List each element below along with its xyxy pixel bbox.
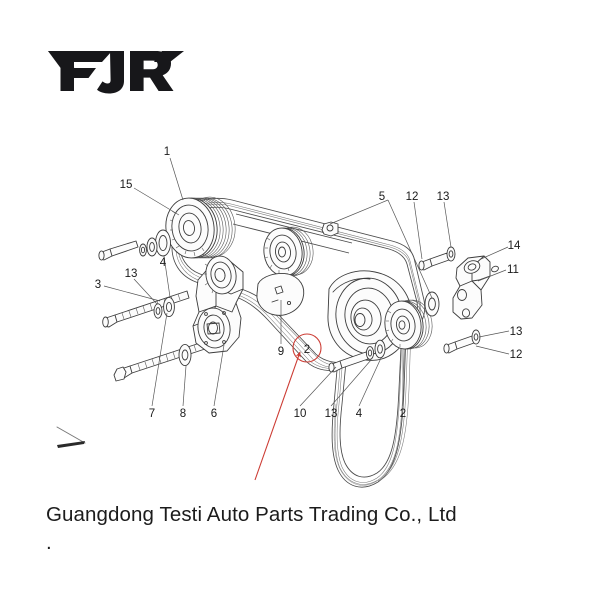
callout-10: 10 bbox=[294, 408, 307, 420]
callout-6: 6 bbox=[211, 408, 217, 420]
callout-14: 14 bbox=[508, 240, 521, 252]
callout-9: 9 bbox=[278, 346, 284, 358]
callout-13-left: 13 bbox=[125, 268, 138, 280]
parts-diagram-svg: .ln {fill:none;stroke:#3c3c3c;stroke-wid… bbox=[56, 146, 523, 488]
caption-line-2: . bbox=[46, 531, 52, 554]
callout-15: 15 bbox=[120, 179, 133, 191]
callout-4-bottom: 4 bbox=[356, 408, 363, 420]
washer-pair-mid bbox=[153, 296, 175, 319]
callout-11: 11 bbox=[507, 264, 519, 276]
washer-part5-lower bbox=[424, 291, 440, 317]
callout-8: 8 bbox=[180, 408, 186, 420]
callout-12-right: 12 bbox=[510, 349, 523, 361]
mounting-bracket bbox=[452, 255, 499, 320]
callout-13-right: 13 bbox=[510, 326, 523, 338]
red-highlight-annotation bbox=[254, 333, 322, 481]
washer-stack-left bbox=[139, 229, 171, 257]
washer-part8 bbox=[178, 343, 192, 367]
callout-numbers: 1 15 5 12 13 14 11 4 13 3 13 12 9 2 7 8 … bbox=[95, 146, 523, 420]
pulley-right-ribbed bbox=[384, 299, 433, 350]
callout-5: 5 bbox=[379, 191, 385, 203]
callout-7: 7 bbox=[149, 408, 155, 420]
callout-2-bottom: 2 bbox=[400, 408, 406, 420]
callout-1: 1 bbox=[164, 146, 170, 158]
callout-3: 3 bbox=[95, 279, 101, 291]
bolt-mid-left bbox=[102, 290, 190, 328]
bracket-plate-9 bbox=[256, 273, 305, 316]
bolt-center-lower bbox=[328, 339, 386, 373]
exploded-parts-diagram: .ln {fill:none;stroke:#3c3c3c;stroke-wid… bbox=[0, 110, 600, 490]
callout-12-top: 12 bbox=[406, 191, 419, 203]
callout-4-upper: 4 bbox=[160, 257, 167, 269]
callout-13-top: 13 bbox=[437, 191, 450, 203]
nut-part5-upper bbox=[321, 221, 339, 237]
fjr-logo-mark bbox=[48, 51, 184, 94]
callout-leader-lines bbox=[103, 157, 510, 407]
bolt-washer-lower-right bbox=[443, 329, 481, 354]
fjr-logo bbox=[44, 38, 194, 102]
corner-mark bbox=[56, 426, 86, 448]
caption-line-1: Guangdong Testi Auto Parts Trading Co., … bbox=[46, 503, 457, 526]
company-caption: Guangdong Testi Auto Parts Trading Co., … bbox=[0, 500, 600, 556]
bolt-upper-left bbox=[98, 240, 139, 261]
callout-2-highlighted: 2 bbox=[304, 344, 310, 356]
idler-pulley-center bbox=[263, 226, 314, 277]
pulley-top-left bbox=[165, 196, 236, 259]
bolt-washer-upper-right bbox=[418, 246, 456, 271]
callout-13-bottom: 13 bbox=[325, 408, 338, 420]
belt-tensioner-assembly bbox=[192, 255, 244, 354]
